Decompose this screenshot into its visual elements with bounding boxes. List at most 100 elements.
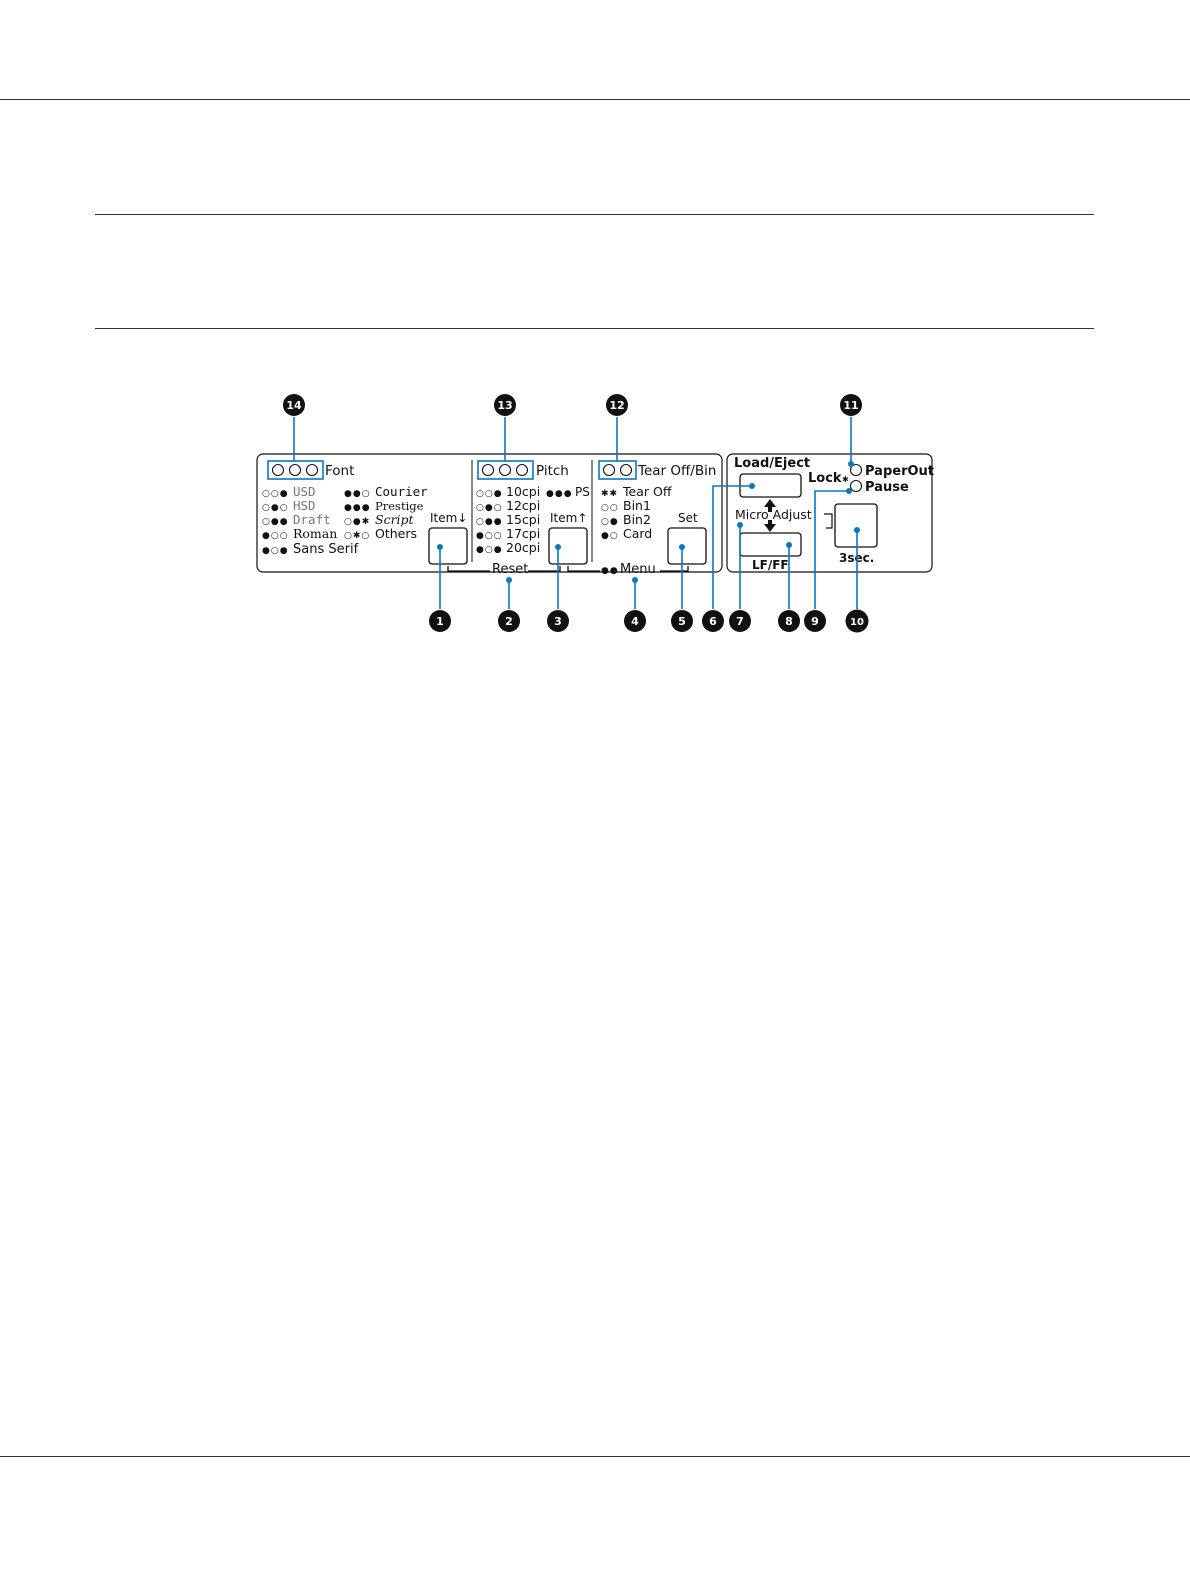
callout-9-leader: [814, 490, 849, 609]
callout-13-badge: [494, 394, 516, 416]
font-option-script: Script: [375, 512, 415, 527]
font-led-box: [267, 460, 324, 480]
callout-1-dot: [437, 544, 443, 550]
set-button[interactable]: [667, 527, 707, 565]
pitch-indicator-15cpi: ○●●: [476, 517, 503, 527]
section-rule-lower: [95, 328, 1094, 329]
callout-6-leader: [712, 485, 752, 609]
tearoff-option-bin1: Bin1: [623, 498, 651, 513]
font-indicator-sans-serif: ●○●: [262, 546, 289, 556]
item-up-button[interactable]: [548, 527, 588, 565]
pitch-led-1: [481, 463, 495, 477]
font-option-courier: Courier: [375, 484, 428, 499]
font-option-prestige: Prestige: [375, 499, 424, 513]
lock-indicator: ✱: [842, 475, 849, 484]
lf-ff-label: LF/FF: [752, 558, 789, 572]
tearoff-led-box: [598, 460, 637, 480]
reset-label: Reset: [492, 562, 528, 577]
load-eject-label: Load/Eject: [734, 456, 810, 471]
tearoff-led-2: [619, 463, 633, 477]
callout-7-number: 7: [736, 615, 744, 628]
pitch-indicator-20cpi: ●○●: [476, 545, 503, 555]
callout-5-badge: [671, 610, 693, 632]
tearoff-title: Tear Off/Bin: [637, 463, 716, 479]
tearoff-indicator-bin2: ○●: [601, 517, 619, 527]
control-panel-diagram: Font ○○● USD ○●○ HSD ○●● Draft ●○○ Roman…: [256, 394, 934, 633]
pitch-option-15cpi: 15cpi: [506, 512, 540, 527]
callout-8-badge: [778, 610, 800, 632]
pitch-option-12cpi: 12cpi: [506, 498, 540, 513]
font-indicator-draft: ○●●: [262, 517, 289, 527]
callout-8-number: 8: [785, 615, 793, 628]
page-bottom-rule: [0, 1456, 1190, 1457]
reset-bracket-right: [528, 566, 561, 572]
font-title: Font: [325, 463, 354, 479]
font-led-2: [288, 463, 302, 477]
callout-4-number: 4: [631, 615, 639, 628]
font-option-usd: USD: [293, 484, 316, 499]
font-option-roman: Roman: [293, 526, 337, 541]
paperout-led: [849, 463, 863, 477]
font-indicator-courier: ●●○: [344, 489, 371, 499]
font-option-hsd: HSD: [293, 498, 316, 513]
tearoff-indicator-bin1: ○○: [601, 503, 619, 513]
reset-bracket-left: [447, 566, 490, 572]
callout-2-number: 2: [505, 615, 513, 628]
pitch-led-box: [477, 460, 534, 480]
callout-6-dot: [749, 483, 755, 489]
callout-3-badge: [547, 610, 569, 632]
pause-bracket: [824, 513, 833, 529]
callout-10-dot: [854, 527, 860, 533]
pitch-indicator-ps: ●●●: [546, 489, 573, 499]
micro-adjust-label: Micro Adjust: [735, 507, 812, 522]
pitch-indicator-12cpi: ○●○: [476, 503, 503, 513]
tearoff-option-tear-off: Tear Off: [622, 484, 672, 499]
right-panel-outline: [726, 453, 933, 573]
font-indicator-usd: ○○●: [262, 489, 289, 499]
pause-button[interactable]: [834, 503, 878, 548]
section-rule-upper: [95, 214, 1094, 215]
tearoff-option-bin2: Bin2: [623, 512, 651, 527]
font-item-down-label: Item↓: [430, 511, 467, 525]
callout-3-dot: [555, 544, 561, 550]
callout-1-badge: [429, 610, 451, 632]
pitch-led-3: [515, 463, 529, 477]
font-option-others: Others: [375, 526, 417, 541]
arrow-down-icon: [764, 520, 776, 532]
tearoff-led-1: [602, 463, 616, 477]
menu-indicator: ●●: [601, 566, 619, 576]
callout-10-badge: [845, 609, 869, 633]
callout-4-badge: [624, 610, 646, 632]
left-panel-outline: [256, 453, 723, 573]
item-down-button[interactable]: [428, 527, 468, 565]
pitch-option-20cpi: 20cpi: [506, 540, 540, 555]
callout-11-badge: [840, 394, 862, 416]
callout-2-badge: [498, 610, 520, 632]
callout-4-dot: [632, 577, 638, 583]
callout-13-number: 13: [497, 399, 512, 412]
font-indicator-prestige: ●●●: [344, 503, 371, 513]
callout-6-number: 6: [709, 615, 717, 628]
paperout-label: PaperOut: [865, 464, 934, 479]
page-top-rule: [0, 99, 1190, 100]
callout-14-number: 14: [286, 399, 302, 412]
callout-11-number: 11: [843, 399, 858, 412]
callout-11-dot: [848, 461, 854, 467]
callout-5-number: 5: [678, 615, 686, 628]
set-label: Set: [678, 511, 698, 525]
callout-9-dot: [846, 488, 852, 494]
lock-label: Lock: [808, 471, 842, 486]
pitch-title: Pitch: [536, 463, 569, 479]
callout-12-badge: [606, 394, 628, 416]
pause-led: [849, 479, 863, 493]
callout-10-number: 10: [850, 617, 864, 628]
tearoff-indicator-tear-off: ✱✱: [601, 489, 618, 499]
font-indicator-hsd: ○●○: [262, 503, 289, 513]
pitch-led-2: [498, 463, 512, 477]
menu-bracket-right: [660, 566, 689, 572]
arrow-up-icon: [764, 499, 776, 512]
font-option-sans-serif: Sans Serif: [293, 542, 359, 557]
callout-7-badge: [729, 610, 751, 632]
callout-7-dot: [737, 522, 743, 528]
callout-14-badge: [283, 394, 305, 416]
